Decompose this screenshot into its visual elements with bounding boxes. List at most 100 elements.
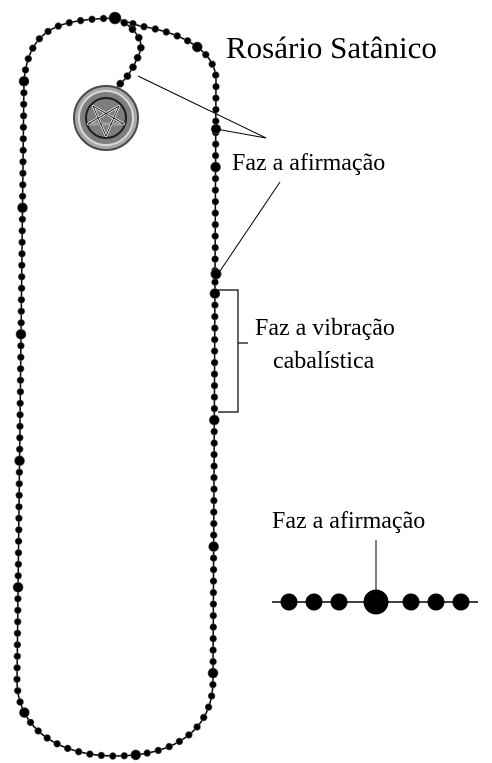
small-bead (99, 14, 108, 23)
small-bead (210, 485, 218, 493)
small-bead (162, 28, 171, 36)
small-bead (97, 751, 106, 760)
small-bead (210, 450, 218, 459)
small-bead (210, 531, 218, 539)
small-bead (208, 60, 216, 68)
legend-bead-small (452, 593, 470, 611)
callout-line-medal (137, 75, 267, 139)
small-bead (20, 100, 28, 109)
small-bead (16, 698, 24, 706)
small-bead (14, 618, 22, 626)
small-bead (211, 186, 220, 194)
small-bead (17, 307, 25, 315)
legend-bead-small (427, 593, 445, 611)
small-bead (210, 496, 218, 505)
small-bead (14, 537, 23, 545)
small-bead (210, 381, 219, 390)
small-bead (209, 611, 218, 620)
small-bead (14, 606, 22, 614)
small-bead (183, 37, 192, 45)
small-bead (207, 692, 216, 700)
small-bead (210, 473, 218, 482)
small-bead (212, 105, 220, 114)
small-bead (212, 71, 220, 79)
vibration-bracket (218, 289, 239, 413)
small-bead (86, 750, 94, 758)
small-bead (13, 675, 21, 683)
small-bead (15, 514, 23, 522)
small-bead (13, 641, 22, 649)
small-bead (18, 215, 27, 224)
small-bead (16, 399, 24, 407)
legend-bead-small (305, 593, 323, 611)
callout-line-large-bead (217, 181, 281, 275)
small-bead (16, 411, 24, 419)
small-bead (15, 468, 24, 476)
legend-bead-small (280, 593, 298, 611)
small-bead (211, 255, 219, 263)
small-bead (140, 23, 148, 31)
small-bead (209, 588, 218, 597)
small-bead (154, 746, 163, 755)
small-bead (212, 140, 220, 148)
small-bead (209, 646, 217, 654)
large-bead (210, 268, 222, 280)
label-affirmation-legend: Faz a afirmação (272, 508, 425, 534)
small-bead (88, 15, 96, 23)
diagram-title: Rosário Satânico (226, 30, 437, 65)
small-bead (123, 72, 132, 80)
small-bead (128, 25, 137, 34)
small-bead (43, 734, 51, 742)
small-bead (204, 703, 213, 711)
small-bead (13, 652, 21, 660)
legend-bead-large (363, 589, 389, 615)
small-bead (15, 480, 23, 488)
pentagram-medal (73, 85, 139, 151)
small-bead (210, 427, 218, 436)
large-bead (209, 288, 221, 299)
small-bead (14, 549, 23, 557)
small-bead (15, 503, 23, 511)
small-bead (65, 19, 74, 27)
small-bead (19, 169, 27, 178)
small-bead (200, 713, 208, 722)
small-bead (53, 740, 61, 748)
small-bead (14, 686, 22, 695)
small-bead (202, 50, 210, 59)
small-bead (165, 742, 173, 751)
small-bead (76, 16, 85, 25)
small-bead (211, 209, 220, 217)
small-bead (209, 577, 218, 585)
callout-line-right (215, 128, 267, 139)
legend-beads (280, 589, 470, 615)
small-bead (19, 112, 28, 120)
small-bead (15, 526, 23, 534)
large-bead (210, 161, 221, 173)
small-bead (34, 727, 42, 735)
small-bead (109, 752, 117, 760)
small-bead (21, 66, 30, 74)
large-bead (15, 328, 27, 340)
small-bead (19, 181, 27, 189)
small-bead (134, 33, 143, 42)
small-bead (133, 53, 142, 62)
small-bead (209, 623, 218, 631)
small-bead (17, 319, 25, 327)
large-bead (17, 202, 28, 214)
small-bead (210, 508, 218, 516)
large-bead (207, 667, 219, 679)
large-bead (12, 581, 24, 593)
small-bead (63, 744, 72, 753)
small-bead (18, 261, 26, 269)
small-bead (211, 278, 219, 286)
small-bead (193, 723, 201, 731)
small-bead (18, 238, 26, 247)
small-bead (211, 335, 219, 344)
small-bead (210, 462, 218, 470)
small-bead (210, 358, 219, 367)
small-bead (211, 220, 220, 229)
small-bead (14, 595, 22, 603)
small-bead (17, 342, 25, 350)
small-bead (18, 227, 26, 235)
